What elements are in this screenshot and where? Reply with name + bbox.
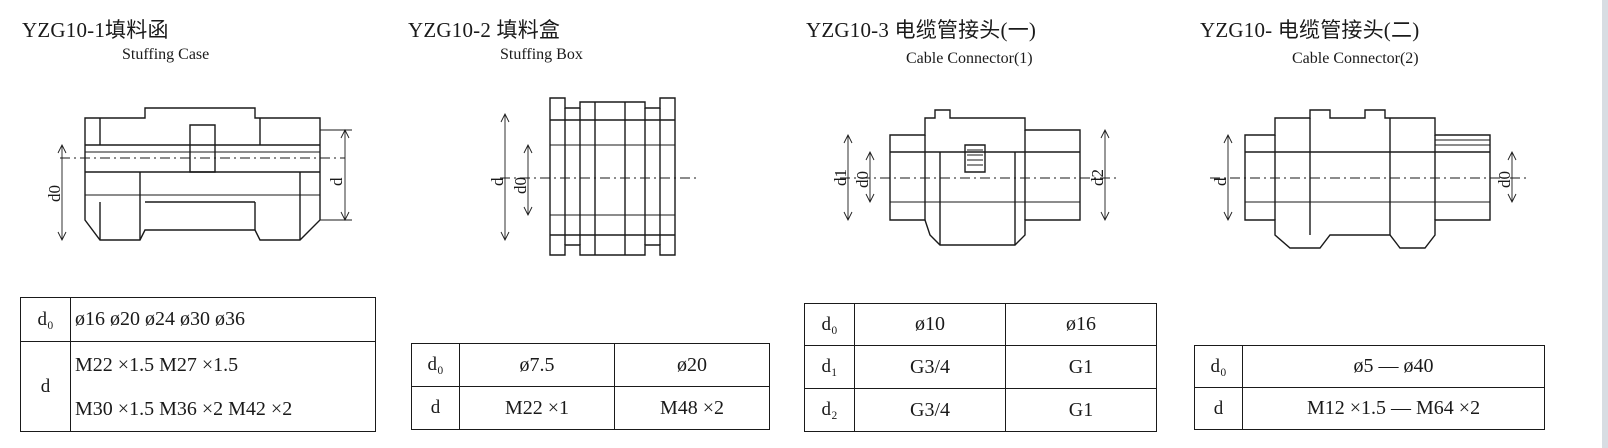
dim-label-d: d: [327, 177, 346, 186]
panel-stuffing-case: YZG10-1填料函 Stuffing Case d0 d d₀ ø16 ø20…: [0, 0, 400, 448]
spec-table-cable-connector-1: d₀ ø10 ø16 d₁ G3/4 G1 d₂ G3/4 G1: [804, 303, 1157, 432]
cell-d0-2: ø16: [1005, 303, 1157, 346]
spec-table-cable-connector-2: d₀ ø5 — ø40 d M12 ×1.5 — M64 ×2: [1194, 345, 1545, 430]
panel-title-zh: YZG10-2 填料盒: [408, 18, 561, 42]
panel-title-zh: YZG10-3 电缆管接头(一): [806, 18, 1037, 42]
row-label-d0: d₀: [20, 297, 71, 342]
dim-label-d2: d2: [1088, 169, 1107, 186]
row-label-d: d: [20, 341, 71, 432]
panel-stuffing-box: YZG10-2 填料盒 Stuffing Box d d0 d₀ ø7.5 ø2…: [400, 0, 800, 448]
cell-d0-1: ø10: [854, 303, 1006, 346]
panel-title-en: Stuffing Case: [122, 46, 210, 63]
row-label-d0: d₀: [804, 303, 855, 346]
dim-label-d: d: [488, 177, 507, 186]
cable-connector-2-drawing: d d0: [1210, 109, 1530, 249]
panel-cable-connector-1: YZG10-3 电缆管接头(一) Cable Connector(1) d1 d…: [800, 0, 1200, 448]
stuffing-box-drawing: d d0: [488, 97, 700, 256]
row-label-d: d: [1194, 387, 1243, 430]
panel-title-en: Cable Connector(2): [1292, 50, 1419, 67]
cell-d-2: M48 ×2: [614, 386, 770, 430]
cell-d-line-2: M30 ×1.5 M36 ×2 M42 ×2: [75, 397, 293, 420]
cable-connector-1-drawing: d1 d0 d2: [831, 109, 1120, 246]
spec-table-stuffing-case: d₀ ø16 ø20 ø24 ø30 ø36 d M22 ×1.5 M27 ×1…: [20, 297, 376, 432]
stuffing-case-drawing: d0 d: [45, 107, 352, 242]
cell-d0-2: ø20: [614, 343, 770, 387]
cell-d0: ø5 — ø40: [1242, 345, 1545, 388]
cell-d0-1: ø7.5: [459, 343, 615, 387]
dim-label-d0: d0: [853, 171, 872, 188]
panel-title-zh: YZG10-1填料函: [22, 18, 169, 42]
dim-label-d0: d0: [1495, 171, 1514, 188]
cell-d1-1: G3/4: [854, 345, 1006, 389]
cell-d-1: M22 ×1: [459, 386, 615, 430]
panel-cable-connector-2: YZG10- 电缆管接头(二) Cable Connector(2) d d0 …: [1194, 0, 1608, 448]
cell-d0: ø16 ø20 ø24 ø30 ø36: [70, 297, 376, 342]
dim-label-d0: d0: [45, 185, 64, 202]
cell-d: M22 ×1.5 M27 ×1.5 M30 ×1.5 M36 ×2 M42 ×2: [70, 341, 376, 432]
scan-edge: [1602, 0, 1608, 448]
cell-d-line-1: M22 ×1.5 M27 ×1.5: [75, 353, 239, 376]
dim-label-d: d: [1211, 177, 1230, 186]
panel-title-en: Cable Connector(1): [906, 50, 1033, 67]
cell-d1-2: G1: [1005, 345, 1157, 389]
panel-title-en: Stuffing Box: [500, 46, 583, 63]
cell-d2-1: G3/4: [854, 388, 1006, 432]
row-label-d0: d₀: [1194, 345, 1243, 388]
row-label-d1: d₁: [804, 345, 855, 389]
dim-label-d1: d1: [831, 169, 850, 186]
dim-label-d0: d0: [511, 177, 530, 194]
row-label-d: d: [411, 386, 460, 430]
row-label-d0: d₀: [411, 343, 460, 387]
panel-title-zh: YZG10- 电缆管接头(二): [1200, 18, 1420, 42]
row-label-d2: d₂: [804, 388, 855, 432]
cell-d: M12 ×1.5 — M64 ×2: [1242, 387, 1545, 430]
spec-table-stuffing-box: d₀ ø7.5 ø20 d M22 ×1 M48 ×2: [411, 343, 770, 430]
cell-d2-2: G1: [1005, 388, 1157, 432]
